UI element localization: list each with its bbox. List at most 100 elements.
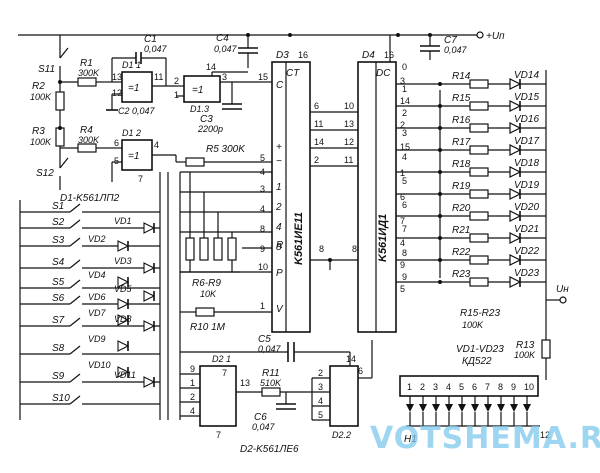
resistor-r5: R5 300K (175, 144, 262, 167)
gate-d2-1: D2 1 9 1 2 4 7 13 7 (180, 354, 262, 440)
c4-name: C4 (216, 33, 229, 44)
r11-value: 510K (260, 378, 282, 388)
ladder-diode-label-2: VD15 (514, 92, 539, 103)
d3-left-pins: 15 5 4 3 4 8 9 10 1 C + − 1 2 4 8 R P V (180, 72, 284, 315)
svg-text:12: 12 (112, 88, 122, 98)
c6-name: C6 (254, 412, 267, 423)
svg-text:13: 13 (112, 72, 122, 82)
svg-text:9: 9 (400, 260, 405, 270)
d3-pin-r: R (276, 240, 283, 251)
switch-contact-2 (69, 219, 81, 229)
ladder-resistor-7 (469, 211, 489, 221)
indicator-pin-4: 4 (446, 382, 451, 392)
svg-text:14: 14 (346, 354, 356, 364)
ladder-resistor-label-6: R19 (452, 181, 471, 192)
power-terminal (476, 31, 484, 39)
svg-text:12: 12 (344, 137, 354, 147)
diode-vd5-icon (143, 290, 156, 302)
ladder-diode-label-6: VD19 (514, 180, 539, 191)
ladder-resistor-label-7: R20 (452, 203, 471, 214)
svg-text:16: 16 (298, 50, 308, 60)
switch-label-s2: S2 (52, 217, 65, 228)
svg-text:3: 3 (222, 72, 227, 82)
diode-vd9-icon (117, 340, 130, 352)
svg-text:11: 11 (314, 119, 323, 129)
diode-left-label-11: VD11 (114, 370, 136, 380)
capacitor-c2: C2 0,047 (106, 94, 156, 116)
c4-value: 0,047 (214, 44, 238, 54)
ladder-diode-label-5: VD18 (514, 158, 539, 169)
d3-pin-4: 4 (276, 222, 282, 233)
ladder-diode-label-7: VD20 (514, 202, 539, 213)
svg-text:7: 7 (138, 174, 143, 184)
svg-text:1: 1 (400, 168, 405, 178)
switch-label-s9: S9 (52, 371, 65, 382)
svg-text:2: 2 (190, 392, 195, 402)
svg-text:8: 8 (260, 224, 265, 234)
r10-label: R10 1M (190, 322, 226, 333)
d3-pin-c: C (276, 80, 284, 91)
diode-vd11-icon (143, 376, 156, 388)
switch-keypad: S1S2S3S4S5S6S7S8S9S10VD1VD2VD3VD4VD5VD6V… (19, 200, 160, 420)
d21-label: D2 1 (212, 354, 231, 364)
c2-label: C2 0,047 (118, 106, 156, 116)
diode-vd17-icon (509, 144, 522, 156)
resistor-r11: R11 510K (260, 368, 312, 397)
keypad-bus (159, 172, 181, 420)
ladder-diode-label-8: VD21 (514, 224, 539, 235)
switch-label-s6: S6 (52, 293, 65, 304)
resistors-r6-r9: R6-R9 10K (180, 172, 240, 299)
indicator-led-9-icon (510, 404, 518, 412)
svg-text:1: 1 (402, 84, 407, 94)
diode-vd1-icon (143, 222, 156, 234)
ladder-resistor-label-8: R21 (452, 225, 470, 236)
ladder-resistor-1 (469, 79, 489, 89)
svg-text:2: 2 (174, 76, 179, 86)
r11-name: R11 (262, 368, 280, 379)
svg-text:8: 8 (402, 248, 407, 258)
svg-text:4: 4 (190, 406, 195, 416)
svg-text:0: 0 (402, 62, 407, 72)
diode-left-label-5: VD5 (114, 284, 133, 294)
c1-name: C1 (144, 34, 157, 45)
svg-text:6: 6 (314, 101, 319, 111)
r2-name: R2 (32, 81, 45, 92)
diode-vd14-icon (509, 78, 522, 90)
d12-label: D1 2 (122, 128, 141, 138)
capacitor-c4: C4 0,047 (214, 33, 258, 68)
diode-left-label-3: VD3 (114, 256, 132, 266)
c3-name: C3 (200, 114, 213, 125)
svg-text:2: 2 (400, 120, 405, 130)
ladder-resistor-label-4: R17 (452, 137, 471, 148)
svg-text:11: 11 (344, 155, 353, 165)
switch-contact-5 (69, 279, 81, 289)
ladder-diode-label-4: VD17 (514, 136, 539, 147)
svg-text:4: 4 (400, 238, 405, 248)
svg-text:10: 10 (258, 262, 268, 272)
capacitor-c6: C6 0,047 (252, 392, 296, 432)
d11-eq: =1 (128, 83, 139, 94)
switch-contact-6 (69, 295, 81, 305)
switch-contact-1 (69, 203, 81, 213)
svg-text:3: 3 (260, 184, 265, 194)
ladder-resistor-label-5: R18 (452, 159, 471, 170)
ladder-resistor-6 (469, 189, 489, 199)
indicator-pin-3: 3 (433, 382, 438, 392)
d13-eq: =1 (192, 85, 203, 96)
d4-dc: DC (376, 68, 391, 79)
switch-label-s8: S8 (52, 343, 65, 354)
svg-text:2: 2 (314, 155, 319, 165)
ladder-diode-label-1: VD14 (514, 70, 539, 81)
indicator-bottom-pin: 12 (540, 430, 550, 440)
d3-pin-minus: − (276, 156, 282, 167)
r3-name: R3 (32, 126, 45, 137)
indicator-led-6-icon (471, 404, 479, 412)
diode-vd15-icon (509, 100, 522, 112)
svg-text:9: 9 (190, 364, 195, 374)
d3-pin-p: P (276, 268, 283, 279)
switch-contact-10 (69, 395, 81, 405)
diode-left-label-9: VD9 (88, 334, 106, 344)
diode-vd18-icon (509, 166, 522, 178)
